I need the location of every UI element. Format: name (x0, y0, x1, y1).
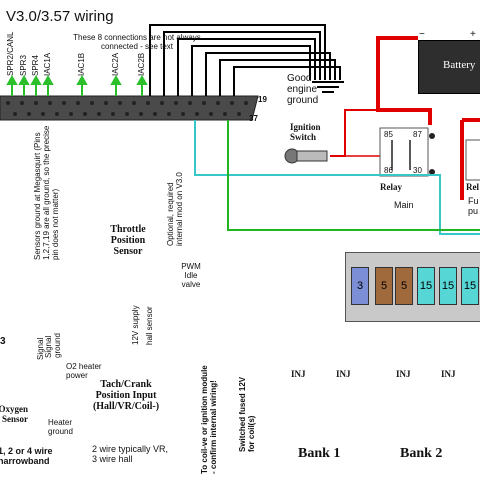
injector-2-label: INJ (336, 369, 351, 379)
tach-note: 2 wire typically VR, 3 wire hall (92, 444, 169, 464)
left-b-label: 3 (0, 336, 6, 347)
relay-pin-86: 86 (384, 166, 393, 175)
bank-2-label: Bank 2 (400, 446, 443, 461)
battery: Battery (418, 40, 480, 94)
fuse-6: 15 (461, 267, 479, 305)
ignition-switch-label: Ignition Switch (290, 122, 321, 142)
spare-label-iac2a: IAC2A (111, 52, 120, 76)
fuse-3: 5 (395, 267, 413, 305)
fuse-1: 3 (351, 267, 369, 305)
relay-main-label: Main (394, 200, 414, 210)
fuse-6-rating: 15 (463, 280, 477, 292)
heater-ground-label: Heater ground (48, 418, 73, 436)
pin-19: 19 (258, 95, 267, 104)
fuel-relay-box (465, 139, 480, 181)
signal-ground-label: Signal ground (44, 333, 62, 358)
page-title: V3.0/3.57 wiring (6, 8, 114, 25)
fuse-2: 5 (375, 267, 393, 305)
hall-sensor-label: hall sensor (145, 306, 154, 345)
injector-3-label: INJ (396, 369, 411, 379)
sensors-ground-note: Sensors ground at Megasquirt (Pins 1,2,7… (33, 125, 60, 260)
bank-1-label: Bank 1 (298, 446, 341, 461)
db37-connector (0, 95, 259, 121)
relay-pin-85: 85 (384, 130, 393, 139)
fuse-5: 15 (439, 267, 457, 305)
spare-label-iac1b: IAC1B (77, 52, 86, 76)
oxygen-note: 1, 2 or 4 wire narrowband (0, 446, 53, 466)
pwm-idle-label: PWM Idle valve (181, 262, 201, 289)
fuse-box: 3 5 5 15 15 15 (345, 252, 480, 322)
pin-37: 37 (249, 114, 258, 123)
switched-fused-label: Switched fused 12V for coil(s) (238, 376, 256, 452)
battery-terminal-minus: − (419, 29, 425, 40)
relay-pin-30: 30 (413, 166, 422, 175)
engine-ground-symbol (312, 81, 344, 93)
fuse-4-rating: 15 (419, 280, 433, 292)
fuse-3-rating: 5 (400, 280, 408, 292)
throttle-label: Throttle Position Sensor (110, 224, 146, 257)
fuse-1-rating: 3 (356, 280, 364, 292)
battery-label: Battery (443, 59, 476, 71)
optional-note: Optional, required internal mod on V3.0 (166, 172, 184, 246)
fuse-4: 15 (417, 267, 435, 305)
relay-label: Relay (380, 182, 402, 192)
injector-4-label: INJ (441, 369, 456, 379)
o2-heater-power-label: O2 heater power (66, 362, 102, 380)
oxygen-sensor-label: Oxygen Sensor (0, 404, 28, 424)
main-relay-box (379, 127, 429, 177)
coil-note: To coil-ve or ignition module - confirm … (200, 365, 218, 474)
relay-pin-87: 87 (413, 130, 422, 139)
fuel-relay-sub: Fu pu (468, 196, 479, 216)
top-note: These 8 connections are not always conne… (73, 33, 201, 51)
fuse-5-rating: 15 (441, 280, 455, 292)
fuse-2-rating: 5 (380, 280, 388, 292)
battery-terminal-plus: + (470, 29, 476, 40)
supply-12v-label: 12V supply (131, 305, 140, 345)
spare-label-iac2b: IAC2B (137, 52, 146, 76)
engine-ground-label: Good engine ground (287, 73, 319, 106)
spare-label-iac1a: IAC1A (43, 52, 52, 76)
spare-label-spr4: SPR4 (31, 55, 40, 76)
tach-label: Tach/Crank Position Input (Hall/VR/Coil-… (92, 379, 160, 412)
fuel-relay-label: Rel (466, 182, 479, 192)
ignition-switch-symbol (284, 148, 328, 164)
spare-label-spr2: SPR2/CANL (6, 31, 15, 76)
spare-label-spr3: SPR3 (19, 55, 28, 76)
injector-1-label: INJ (291, 369, 306, 379)
